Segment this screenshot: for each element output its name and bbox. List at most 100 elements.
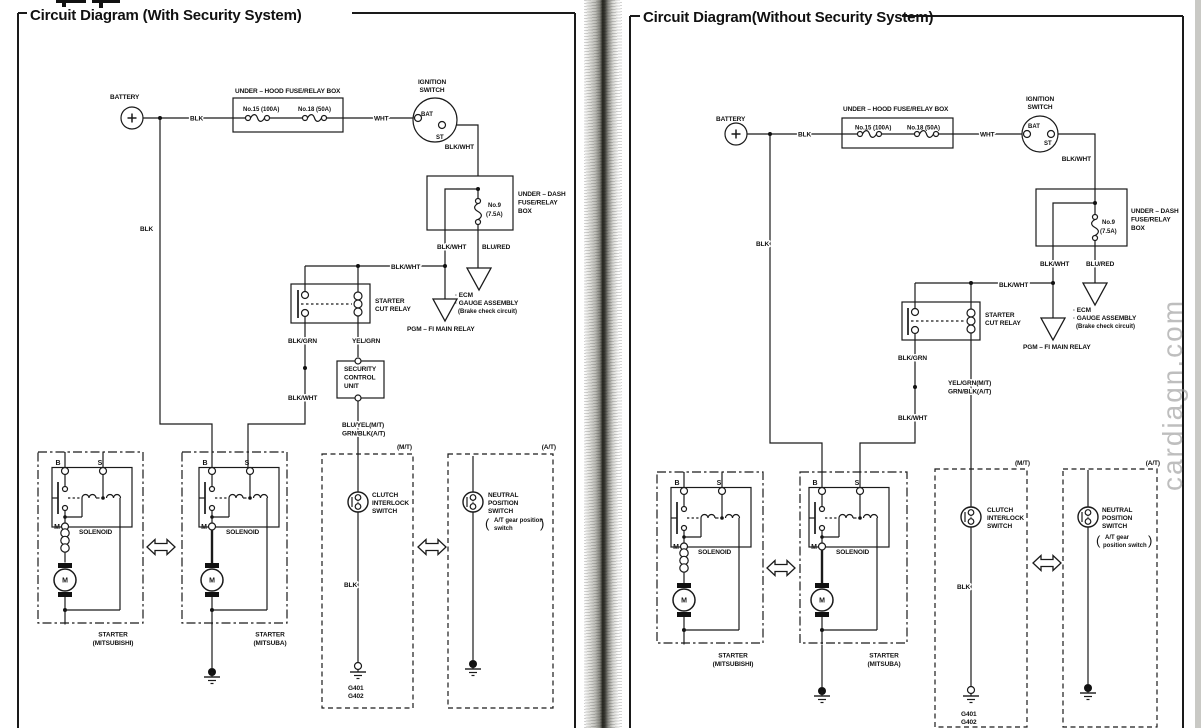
wire-label-yelgrn: YEL/GRN <box>352 338 381 345</box>
neutral-position-switch-icon <box>1077 506 1099 528</box>
right-wires <box>683 133 1096 687</box>
battery-label: BATTERY <box>716 116 746 123</box>
left-junction-dots <box>158 116 480 370</box>
st-terminal-label: ST <box>1044 141 1052 147</box>
terminal-b-label: B <box>812 480 817 487</box>
underdash-box-label: UNDER – DASH <box>518 191 566 198</box>
wire-label-blk: BLK <box>957 584 970 591</box>
motor-m-label: M <box>209 578 215 585</box>
at-gear-note: A/T gear position <box>494 518 543 524</box>
wire-label-blkwht: BLK/WHT <box>1062 156 1091 163</box>
page-edge-shadow <box>1195 0 1201 728</box>
at-gear-note: switch <box>494 526 513 532</box>
at-dashed-box <box>1062 468 1158 728</box>
starter-cut-relay-label: CUT RELAY <box>985 320 1021 327</box>
ground-icon-g401 <box>962 685 980 704</box>
neutral-switch-label: SWITCH <box>1102 523 1127 530</box>
underhood-box-label: UNDER – HOOD FUSE/RELAY BOX <box>235 88 341 95</box>
gauge-assembly-label: · GAUGE ASSEMBLY <box>455 300 519 307</box>
fuse18-label: No.18 (50A) <box>907 126 940 132</box>
wire-label-grnblk-at: GRN/BLK(A/T) <box>948 389 991 396</box>
fuse15-label: No.15 (100A) <box>855 126 891 132</box>
wire-label-blkwht: BLK/WHT <box>898 415 927 422</box>
or-arrow-icon <box>1032 554 1062 572</box>
ground-id-label: G402 <box>961 719 977 726</box>
bat-terminal-label: BAT <box>1028 124 1040 130</box>
underhood-box-label: UNDER – HOOD FUSE/RELAY BOX <box>843 106 949 113</box>
mt-tag: (M/T) <box>397 444 412 451</box>
left-wires <box>64 117 479 668</box>
fuse9-label: (7.5A) <box>486 212 503 218</box>
ignition-label: SWITCH <box>1027 104 1052 111</box>
terminal-b-label: B <box>202 460 207 467</box>
fuse-15-icon <box>856 130 883 138</box>
fuse9-label: (7.5A) <box>1100 229 1117 235</box>
ground-icon-g401 <box>349 661 367 680</box>
starter-mitsubishi-box <box>37 451 144 624</box>
fuse9-label: No.9 <box>1102 220 1116 226</box>
clipped-heading-fragment <box>56 0 120 8</box>
clutch-interlock-switch-icon <box>960 506 982 528</box>
ground-id-label: G401 <box>348 685 364 692</box>
solenoid-label: SOLENOID <box>79 529 113 536</box>
wire-label-grnblk: GRN/BLK(A/T) <box>342 431 385 438</box>
starter-name-label: STARTER <box>869 653 899 660</box>
starter-cut-relay-label: CUT RELAY <box>375 306 411 313</box>
ecm-label: · ECM <box>455 292 473 299</box>
starter-name-label: (MITSUBA) <box>253 640 286 647</box>
terminal-m-label: M <box>54 524 60 531</box>
paren-glyph: ( <box>485 516 490 531</box>
wire-label-blured: BLU/RED <box>1086 261 1115 268</box>
terminal-b-label: B <box>55 460 60 467</box>
starter-name-label: (MITSUBISHI) <box>713 661 754 668</box>
starter-mitsuba-box <box>181 451 288 624</box>
security-unit-label: CONTROL <box>344 375 376 382</box>
left-page-labels: Circuit Diagram (With Security System) B… <box>30 7 566 700</box>
underhood-fuse-box <box>841 117 954 149</box>
page-title: Circuit Diagram(Without Security System) <box>643 9 933 26</box>
underdash-fuse-box <box>1035 188 1128 247</box>
starter-cut-relay-label: STARTER <box>375 298 405 305</box>
starter-mitsubishi-box <box>656 471 764 644</box>
page-title: Circuit Diagram (With Security System) <box>30 7 302 24</box>
battery-label: BATTERY <box>110 94 140 101</box>
mt-tag: (M/T) <box>1015 460 1030 467</box>
ignition-label: IGNITION <box>418 79 446 86</box>
neutral-switch-label: POSITION <box>1102 515 1133 522</box>
solenoid-label: SOLENOID <box>698 549 732 556</box>
security-control-unit-box <box>336 357 385 402</box>
motor-m-label: M <box>681 598 687 605</box>
wire-label-wht: WHT <box>980 132 995 139</box>
fuse-15-icon <box>244 114 271 122</box>
neutral-switch-label: NEUTRAL <box>488 492 518 499</box>
pgm-fi-label: PGM – FI MAIN RELAY <box>407 326 475 333</box>
pgm-fi-connector-arrow <box>1040 317 1066 341</box>
battery-icon <box>120 106 144 130</box>
wire-label-blk: BLK <box>344 582 357 589</box>
underdash-box-label: BOX <box>518 208 533 215</box>
solenoid-label: SOLENOID <box>836 549 870 556</box>
ignition-switch-icon <box>1021 115 1059 153</box>
neutral-switch-label: SWITCH <box>488 508 513 515</box>
security-unit-label: UNIT <box>344 383 359 390</box>
starter-name-label: STARTER <box>255 632 285 639</box>
gauge-assembly-label: · GAUGE ASSEMBLY <box>1073 315 1137 322</box>
fuse18-label: No.18 (50A) <box>298 107 331 113</box>
starter-name-label: STARTER <box>718 653 748 660</box>
underdash-box-label: FUSE/RELAY <box>518 200 558 207</box>
wire-label-blkwht: BLK/WHT <box>1040 261 1069 268</box>
wire-label-blk: BLK <box>190 116 203 123</box>
starter-cut-relay-icon <box>290 283 371 324</box>
mt-dashed-box <box>321 453 414 709</box>
ecm-connector-arrow <box>466 267 492 291</box>
wire-label-blk: BLK <box>798 132 811 139</box>
wire-label-blkgrn: BLK/GRN <box>898 355 927 362</box>
clutch-switch-label: INTERLOCK <box>987 515 1024 522</box>
fuse-18-icon <box>913 130 940 138</box>
neutral-switch-label: NEUTRAL <box>1102 507 1132 514</box>
paren-glyph: ) <box>540 516 544 531</box>
mt-dashed-box <box>934 468 1028 728</box>
ground-id-label: G402 <box>348 693 364 700</box>
wire-label-bluyel: BLU/YEL(M/T) <box>342 422 384 429</box>
